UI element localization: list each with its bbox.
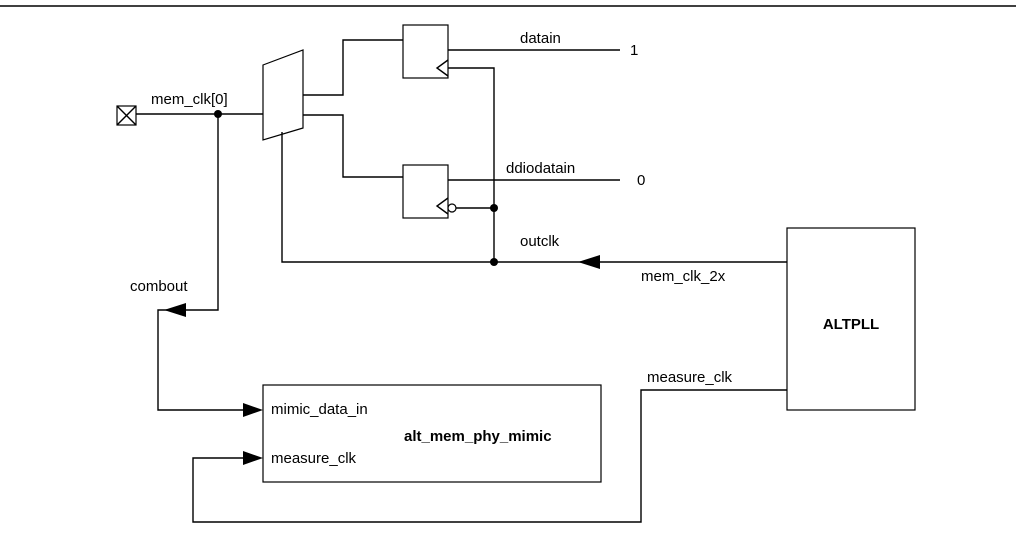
wire-mux-select: [281, 132, 787, 263]
mimic-block: [262, 384, 602, 483]
register-datain: [402, 24, 449, 79]
output-pin-icon: [116, 105, 137, 126]
wire-combout: [157, 114, 250, 411]
label-mem-clk: mem_clk[0]: [151, 91, 228, 108]
clock-inverter-bubble: [447, 203, 457, 213]
mimic-name-label: alt_mem_phy_mimic: [404, 428, 552, 445]
label-measure-clk-out: measure_clk: [647, 369, 733, 386]
label-ddiodatain: ddiodatain: [506, 160, 575, 177]
mux: [262, 49, 304, 141]
label-combout: combout: [130, 278, 188, 295]
clock-triangle-bottom: [435, 197, 449, 215]
label-datain: datain: [520, 30, 561, 47]
mimic-data-in-label: mimic_data_in: [271, 401, 368, 418]
arrow-outclk: [578, 255, 600, 269]
label-mem-clk-2x: mem_clk_2x: [641, 268, 726, 285]
label-ddiodatain-value: 0: [637, 172, 645, 189]
mimic-measure-clk-label: measure_clk: [271, 450, 357, 467]
wire-mux-in-top: [303, 39, 403, 96]
clock-triangle-top: [435, 59, 449, 77]
arrow-combout: [164, 303, 186, 317]
wire-measure-clk: [192, 389, 787, 523]
wire-mux-in-bottom: [303, 114, 403, 178]
junction-dot: [490, 204, 498, 212]
arrow-measure-clk: [243, 451, 263, 465]
wire-clock-top: [448, 67, 495, 262]
label-outclk: outclk: [520, 233, 560, 250]
label-datain-value: 1: [630, 42, 638, 59]
altpll-block: [786, 227, 916, 411]
altpll-label: ALTPLL: [823, 316, 879, 333]
junction-dot: [490, 258, 498, 266]
register-ddiodatain: [402, 164, 449, 219]
arrow-mimic-data-in: [243, 403, 263, 417]
